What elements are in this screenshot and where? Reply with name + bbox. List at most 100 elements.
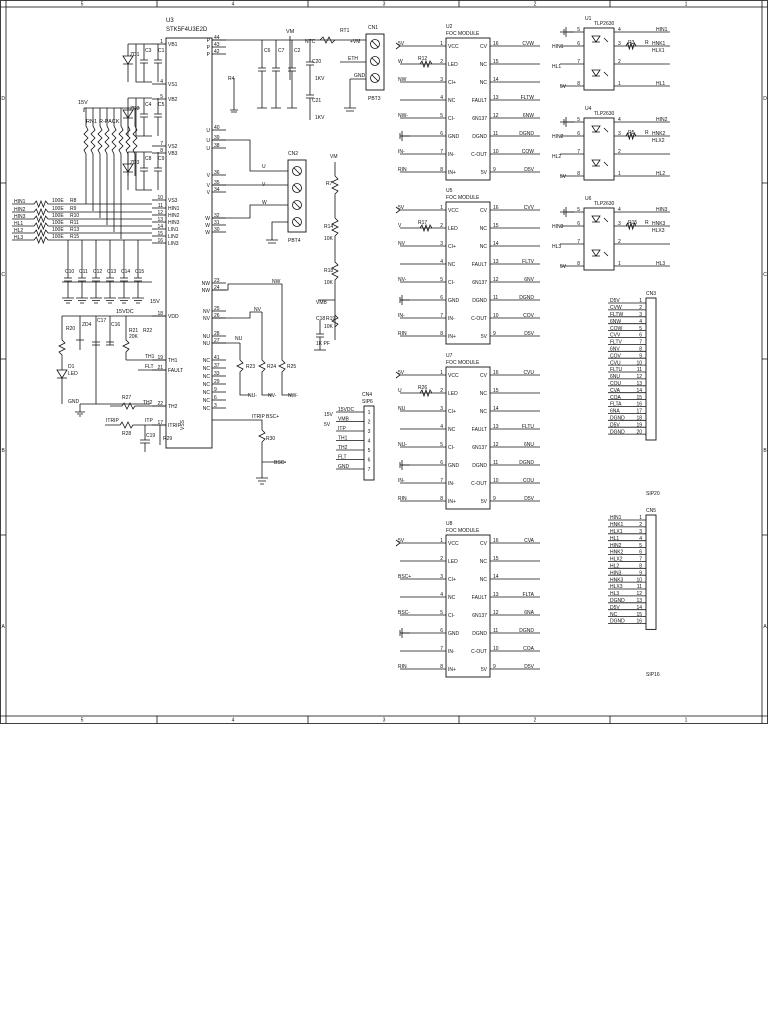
cn3-pin-8: COV bbox=[610, 353, 622, 359]
foc-1-rnum-0: 16 bbox=[493, 205, 499, 211]
foc-0-lnet-2: NW bbox=[398, 77, 407, 83]
cn3-pin-16: 6NA bbox=[610, 409, 620, 415]
right-row-0: D bbox=[763, 96, 767, 102]
foc-3-lname-3: NC bbox=[448, 595, 456, 601]
cn3-pin-num-15: 16 bbox=[636, 402, 642, 408]
foc-0-lnet-7: RIN bbox=[398, 167, 407, 173]
foc-0-lnum-3: 4 bbox=[440, 95, 443, 101]
r19-label: R19 bbox=[326, 316, 335, 322]
u3-pin-6-num: 6 bbox=[214, 395, 217, 401]
foc-0-lname-2: CI+ bbox=[448, 80, 456, 86]
foc-0-rnum-4: 12 bbox=[493, 113, 499, 119]
cn4-pin-num-4: 5 bbox=[368, 448, 371, 454]
u3-pin-8-name: VB3 bbox=[168, 151, 178, 157]
u3-pin-12-num: 12 bbox=[157, 210, 163, 216]
foc-1-lnet-0: 5V bbox=[398, 205, 405, 211]
u3-pin-33-name: NC bbox=[203, 374, 211, 380]
foc-2-lnum-1: 2 bbox=[440, 388, 443, 394]
foc-0-rnum-2: 14 bbox=[493, 77, 499, 83]
cn5-type: SIP16 bbox=[646, 672, 660, 678]
foc-2-rname-3: FAULT bbox=[472, 427, 487, 433]
top-col-1: 4 bbox=[232, 2, 235, 8]
nu-net: NU bbox=[235, 336, 243, 342]
foc-3-lnum-2: 3 bbox=[440, 574, 443, 580]
foc-res-2: R26 bbox=[418, 385, 427, 391]
r27-label: R27 bbox=[122, 395, 131, 401]
foc-2-lname-4: CI- bbox=[448, 445, 455, 451]
u3-pin-12-name: HIN2 bbox=[168, 213, 180, 219]
cn5-pin-3: HL1 bbox=[610, 536, 619, 542]
foc-1-lnum-2: 3 bbox=[440, 241, 443, 247]
u3-pin-42-name: P bbox=[207, 52, 211, 58]
cn3-pin-num-19: 20 bbox=[636, 429, 642, 435]
top-col-3: 2 bbox=[534, 2, 537, 8]
foc-3-rnum-3: 13 bbox=[493, 592, 499, 598]
hin-net-3: HL1 bbox=[14, 221, 23, 227]
opto-2-rpin-3: 3 bbox=[618, 221, 621, 227]
u3-pin-18-name: VDD bbox=[168, 314, 179, 320]
c16-label: C16 bbox=[111, 322, 120, 328]
itrip-pin-label: ITRIP bbox=[252, 414, 265, 420]
cn5-pin-15: DGND bbox=[610, 619, 625, 625]
u3-pin-42-num: 42 bbox=[214, 49, 220, 55]
u3-pin-37-name: NC bbox=[203, 366, 211, 372]
hin-val-2: 100E bbox=[52, 213, 64, 219]
shunt-section: NW NV NU R23 R24 R25 NU- NV- NW- ITRIP B… bbox=[212, 279, 298, 485]
u3-pin-13-num: 13 bbox=[157, 217, 163, 223]
opto-outk-2: HNK3 bbox=[652, 221, 666, 227]
opto-2: U6TLP263056784321HIN3HL35VHIN3HNK3HLX3HL… bbox=[552, 196, 670, 271]
foc-3-rnet-3: FLTA bbox=[523, 592, 535, 598]
cn5-pin-num-12: 13 bbox=[636, 598, 642, 604]
cn3-pin-num-3: 4 bbox=[639, 319, 642, 325]
cn5-pin-num-5: 6 bbox=[639, 550, 642, 556]
cn2-pin-u: U bbox=[262, 164, 266, 170]
cn5-pin-6: HLX2 bbox=[610, 557, 623, 563]
opto-r2-2: R bbox=[645, 220, 649, 226]
cn5-pin-9: HNK3 bbox=[610, 577, 624, 583]
foc-2-lnum-2: 3 bbox=[440, 406, 443, 412]
opto-inl-0: HL1 bbox=[552, 64, 561, 70]
foc-3-rname-6: C-OUT bbox=[471, 649, 487, 655]
foc-0-rnet-0: CVW bbox=[522, 41, 534, 47]
u3-pin-10-name: VS3 bbox=[168, 198, 178, 204]
foc-0-lnum-5: 6 bbox=[440, 131, 443, 137]
foc-res-1: R17 bbox=[418, 220, 427, 226]
foc-2-lnet-4: NU- bbox=[398, 442, 407, 448]
foc-2-lname-7: IN+ bbox=[448, 499, 456, 505]
u3-pin-4-name: VS1 bbox=[168, 82, 178, 88]
cn3-pin-num-14: 15 bbox=[636, 395, 642, 401]
filter-cap-5: C15 bbox=[135, 269, 144, 275]
u3-pin-7-num: 7 bbox=[160, 141, 163, 147]
bus-cap-2: C2 bbox=[294, 48, 301, 54]
foc-3-rnum-0: 16 bbox=[493, 538, 499, 544]
u3-pin-39-num: 39 bbox=[214, 135, 220, 141]
foc-1-rname-0: CV bbox=[480, 208, 488, 214]
bootstrap-cap2-2: C9 bbox=[158, 156, 165, 162]
foc-2-lname-5: GND bbox=[448, 463, 460, 469]
foc-2-rname-1: NC bbox=[480, 391, 488, 397]
u3-pin-30-name: W bbox=[205, 230, 210, 236]
rpack: 15V RN1 R-PACK bbox=[78, 100, 140, 239]
cn3-pin-2: FLTW bbox=[610, 312, 624, 318]
left-row-2: B bbox=[2, 448, 6, 454]
u3-pin-26-name: NV bbox=[203, 316, 211, 322]
opto-0-5v: 5V bbox=[560, 84, 567, 90]
u3-pin-21-name: FAULT bbox=[168, 368, 183, 374]
u3-driver-ic: U3 STK5F4U3E2D VSS VB11VS14VB25VS27VB38V… bbox=[152, 18, 226, 449]
foc-2-rname-5: DGND bbox=[472, 463, 487, 469]
r18-val: 10K bbox=[324, 280, 334, 286]
vm-divider: VM R7 R14 10K R18 10K VMB C18 R19 10K 1K… bbox=[314, 154, 339, 351]
foc-2-lnum-0: 1 bbox=[440, 370, 443, 376]
cn5-pin-12: DGND bbox=[610, 598, 625, 604]
left-row-3: A bbox=[2, 624, 6, 630]
opto-outx-2: HLX3 bbox=[652, 228, 665, 234]
vmdiv-top: VM bbox=[330, 154, 338, 160]
foc-3-lname-7: IN+ bbox=[448, 667, 456, 673]
foc-1-rnum-4: 12 bbox=[493, 277, 499, 283]
cn3-type: SIP20 bbox=[646, 491, 660, 497]
foc-0-rname-3: FAULT bbox=[472, 98, 487, 104]
foc-2-rnum-5: 11 bbox=[493, 460, 498, 466]
